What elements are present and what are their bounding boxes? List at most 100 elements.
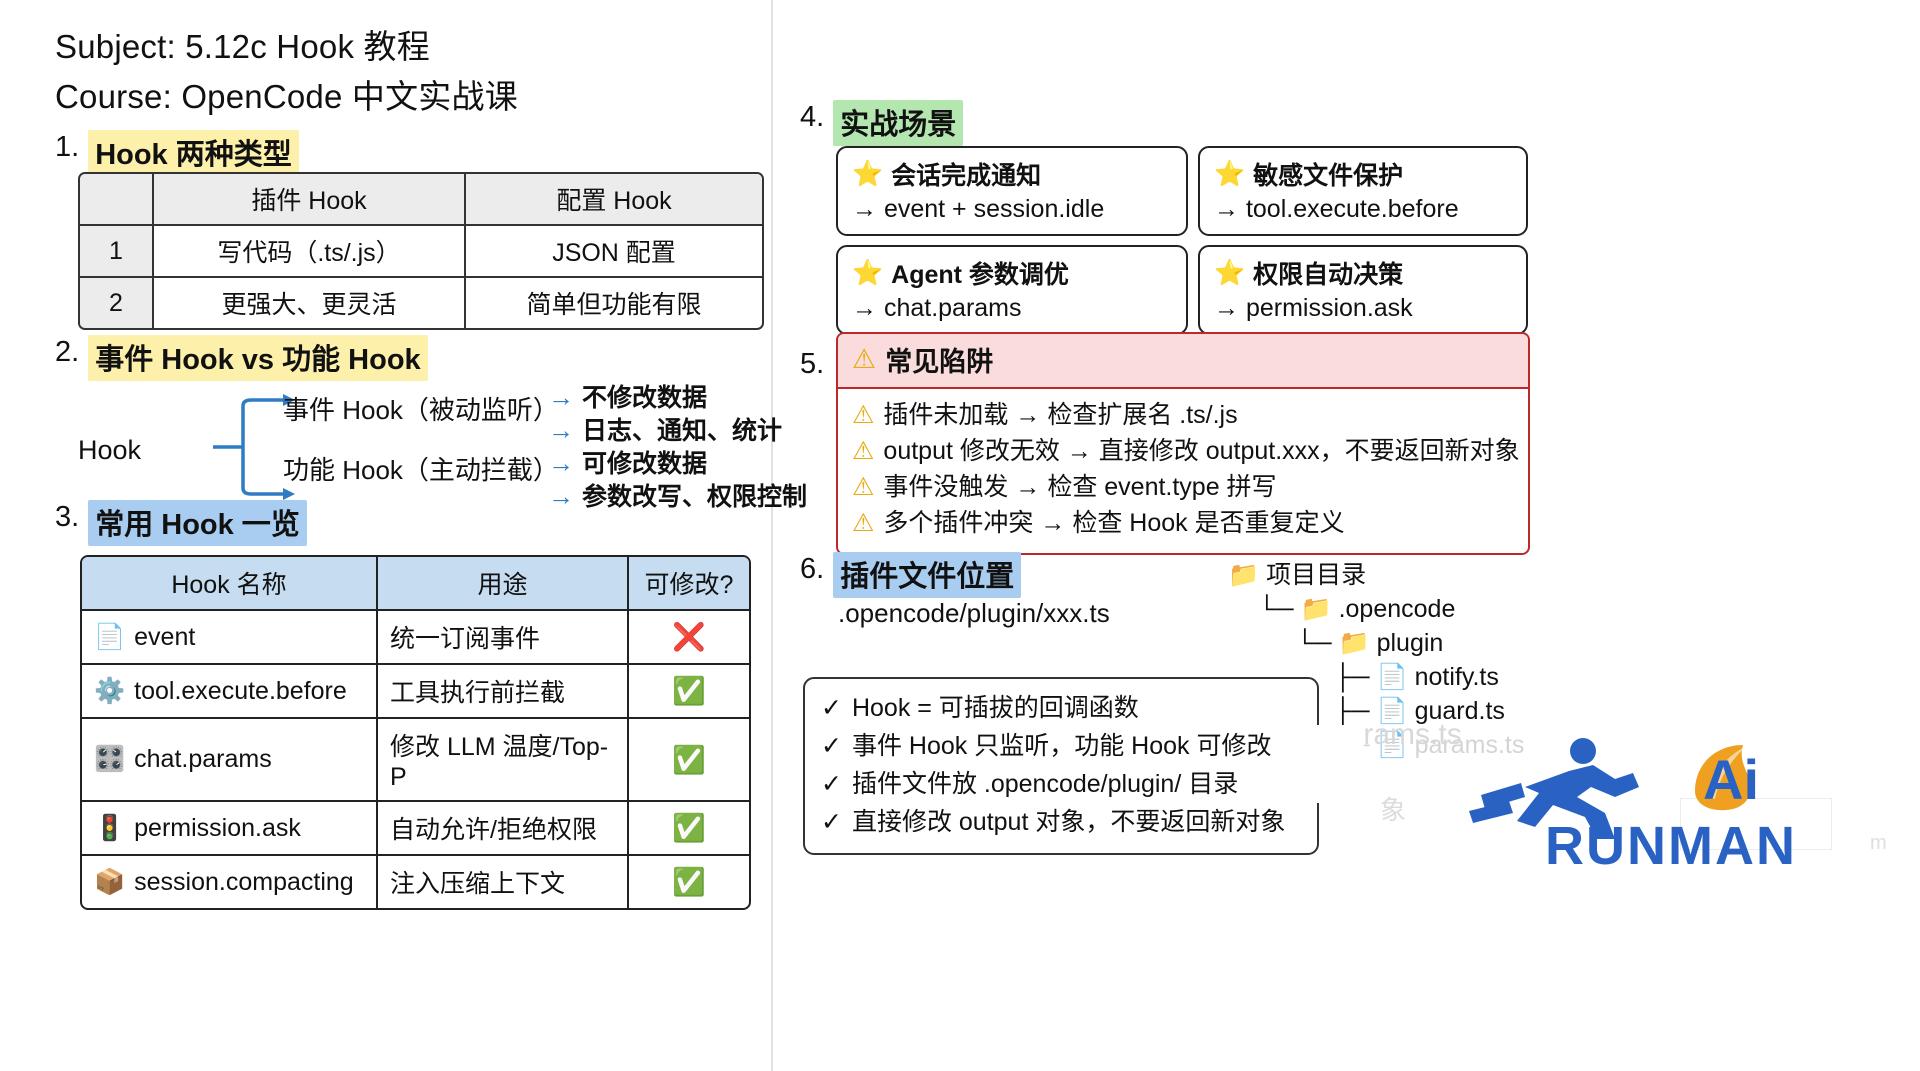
scenario-detail: → permission.ask: [1214, 294, 1413, 322]
star-icon: ⭐: [1214, 159, 1246, 188]
section-2-title: 事件 Hook vs 功能 Hook: [88, 335, 428, 381]
tree-prefix: ├─: [1334, 697, 1370, 725]
section-5-title: 常见陷阱: [885, 347, 994, 377]
t3-r2-name: 🎛️ chat.params: [82, 719, 378, 802]
summary-item: ✓ Hook = 可插拔的回调函数: [821, 689, 1301, 727]
t1-r1-c2: 简单但功能有限: [526, 291, 702, 319]
diagram-root-label: Hook: [78, 435, 142, 465]
t1-header-0: [80, 174, 154, 226]
common-hooks-table: Hook 名称 用途 可修改? 📄 event 统一订阅事件 ❌: [80, 555, 751, 910]
summary-text: 事件 Hook 只监听，功能 Hook 可修改: [851, 732, 1272, 760]
t3-r0-name: 📄 event: [82, 611, 378, 665]
arrow-right-icon: →: [548, 448, 574, 478]
section-4-title: 实战场景: [833, 100, 964, 146]
section-1-title: Hook 两种类型: [88, 130, 299, 176]
watermark-mask: [1272, 725, 1364, 803]
t3-r0-use: 统一订阅事件: [378, 611, 629, 665]
scenario-title: 敏感文件保护: [1253, 162, 1404, 190]
t3-header-2: 可修改?: [629, 557, 749, 611]
table-row: 📦 session.compacting 注入压缩上下文 ✅: [82, 856, 749, 908]
t1-header-1: 插件 Hook: [154, 174, 466, 226]
check-mark-icon: ✓: [821, 808, 842, 836]
section-6-number: 6.: [800, 553, 825, 585]
tree-prefix: ├─: [1334, 663, 1370, 691]
t3-r1-use: 工具执行前拦截: [378, 665, 629, 719]
t3-r1-name: ⚙️ tool.execute.before: [82, 665, 378, 719]
check-mark-icon: ✓: [821, 694, 842, 722]
table-row: 1 写代码（.ts/.js） JSON 配置: [80, 226, 762, 278]
scenario-card: ⭐ Agent 参数调优 → chat.params: [836, 245, 1188, 335]
table-row: ⚙️ tool.execute.before 工具执行前拦截 ✅: [82, 665, 749, 719]
package-icon: 📦: [94, 867, 126, 896]
tree-label: 项目目录: [1266, 561, 1367, 589]
tree-label: guard.ts: [1414, 697, 1505, 725]
tree-label: .opencode: [1338, 595, 1456, 623]
tree-label: plugin: [1376, 629, 1444, 657]
cross-icon: ❌: [629, 611, 749, 665]
hook-name: event: [134, 622, 196, 651]
scenario-detail: → event + session.idle: [852, 195, 1105, 223]
pitfall-item: ⚠ output 修改无效 → 直接修改 output.xxx，不要返回新对象: [852, 433, 1520, 469]
diagram-branch-event: 事件 Hook（被动监听）: [283, 395, 559, 425]
sliders-icon: 🎛️: [94, 745, 126, 773]
section-4-number: 4.: [800, 101, 825, 133]
t3-r4-use: 注入压缩上下文: [378, 856, 629, 908]
folder-icon: 📁: [1228, 560, 1260, 589]
tree-label: params.ts: [1414, 731, 1525, 759]
scenario-card: ⭐ 敏感文件保护 → tool.execute.before: [1198, 146, 1528, 236]
tree-item: └─ 📁 plugin: [1228, 626, 1524, 660]
section-1-heading: 1. Hook 两种类型: [55, 130, 299, 176]
warning-icon: ⚠: [852, 400, 875, 429]
t3-r3-name: 🚦 permission.ask: [82, 802, 378, 856]
t3-r2-use: 修改 LLM 温度/Top-P: [378, 719, 629, 802]
t1-header-2: 配置 Hook: [466, 174, 762, 226]
scenario-detail: → tool.execute.before: [1214, 195, 1459, 223]
diagram-note-row: → 可修改数据: [548, 448, 807, 479]
watermark-ghost-letter: m: [1870, 832, 1887, 854]
t1-r0-c2: JSON 配置: [466, 226, 762, 278]
pitfall-text: output 修改无效 → 直接修改 output.xxx，不要返回新对象: [883, 437, 1520, 465]
diagram-notes-list: → 不修改数据 → 日志、通知、统计 → 可修改数据 → 参数改写、权限控制: [548, 382, 807, 514]
section-3-number: 3.: [55, 501, 80, 533]
section-5-number: 5.: [800, 348, 825, 380]
plugin-path-text: .opencode/plugin/xxx.ts: [838, 598, 1110, 628]
scenario-card: ⭐ 会话完成通知 → event + session.idle: [836, 146, 1188, 236]
summary-text: Hook = 可插拔的回调函数: [851, 694, 1139, 722]
scenario-title: 会话完成通知: [891, 162, 1042, 190]
file-tree: 📁 项目目录 └─ 📁 .opencode └─ 📁 plugin ├─ 📄 n…: [1228, 558, 1524, 762]
section-3-heading: 3. 常用 Hook 一览: [55, 500, 307, 546]
hook-name: chat.params: [134, 745, 272, 773]
hook-name: tool.execute.before: [134, 676, 347, 705]
watermark-ghost-char: 象: [1380, 795, 1407, 825]
star-icon: ⭐: [852, 258, 884, 287]
hook-branch-diagram: Hook 事件 Hook（被动监听） 功能 Hook（主动拦截） → 不修改数据…: [78, 382, 807, 511]
check-icon: ✅: [629, 719, 749, 802]
gear-icon: ⚙️: [94, 676, 126, 705]
section-2-number: 2.: [55, 336, 80, 368]
check-mark-icon: ✓: [821, 770, 842, 798]
section-2-heading: 2. 事件 Hook vs 功能 Hook: [55, 335, 428, 381]
t1-r0-c0: 1: [80, 226, 154, 278]
table-header-row: Hook 名称 用途 可修改?: [82, 557, 749, 611]
tree-prefix: └─: [1296, 629, 1332, 657]
table-row: 🎛️ chat.params 修改 LLM 温度/Top-P ✅: [82, 719, 749, 802]
hook-name: session.compacting: [134, 867, 354, 896]
summary-item: ✓ 插件文件放 .opencode/plugin/ 目录: [821, 765, 1301, 803]
arrow-right-icon: →: [548, 415, 574, 445]
scenario-detail: → chat.params: [852, 294, 1022, 322]
check-icon: ✅: [629, 665, 749, 719]
arrow-right-icon: →: [548, 382, 574, 412]
pitfall-text: 事件没触发 → 检查 event.type 拼写: [883, 473, 1277, 501]
page-icon: 📄: [94, 622, 126, 651]
diagram-branch-function: 功能 Hook（主动拦截）: [283, 455, 559, 485]
pitfalls-body: ⚠ 插件未加载 → 检查扩展名 .ts/.js ⚠ output 修改无效 → …: [838, 389, 1528, 553]
traffic-light-icon: 🚦: [94, 813, 126, 842]
branch-connector-icon: [213, 394, 295, 500]
hook-name: permission.ask: [134, 813, 301, 842]
warning-icon: ⚠: [852, 508, 875, 537]
tree-label: notify.ts: [1414, 663, 1499, 691]
tree-item: └─ 📁 .opencode: [1228, 592, 1524, 626]
t3-header-1: 用途: [378, 557, 629, 611]
summary-item: ✓ 事件 Hook 只监听，功能 Hook 可修改: [821, 727, 1301, 765]
